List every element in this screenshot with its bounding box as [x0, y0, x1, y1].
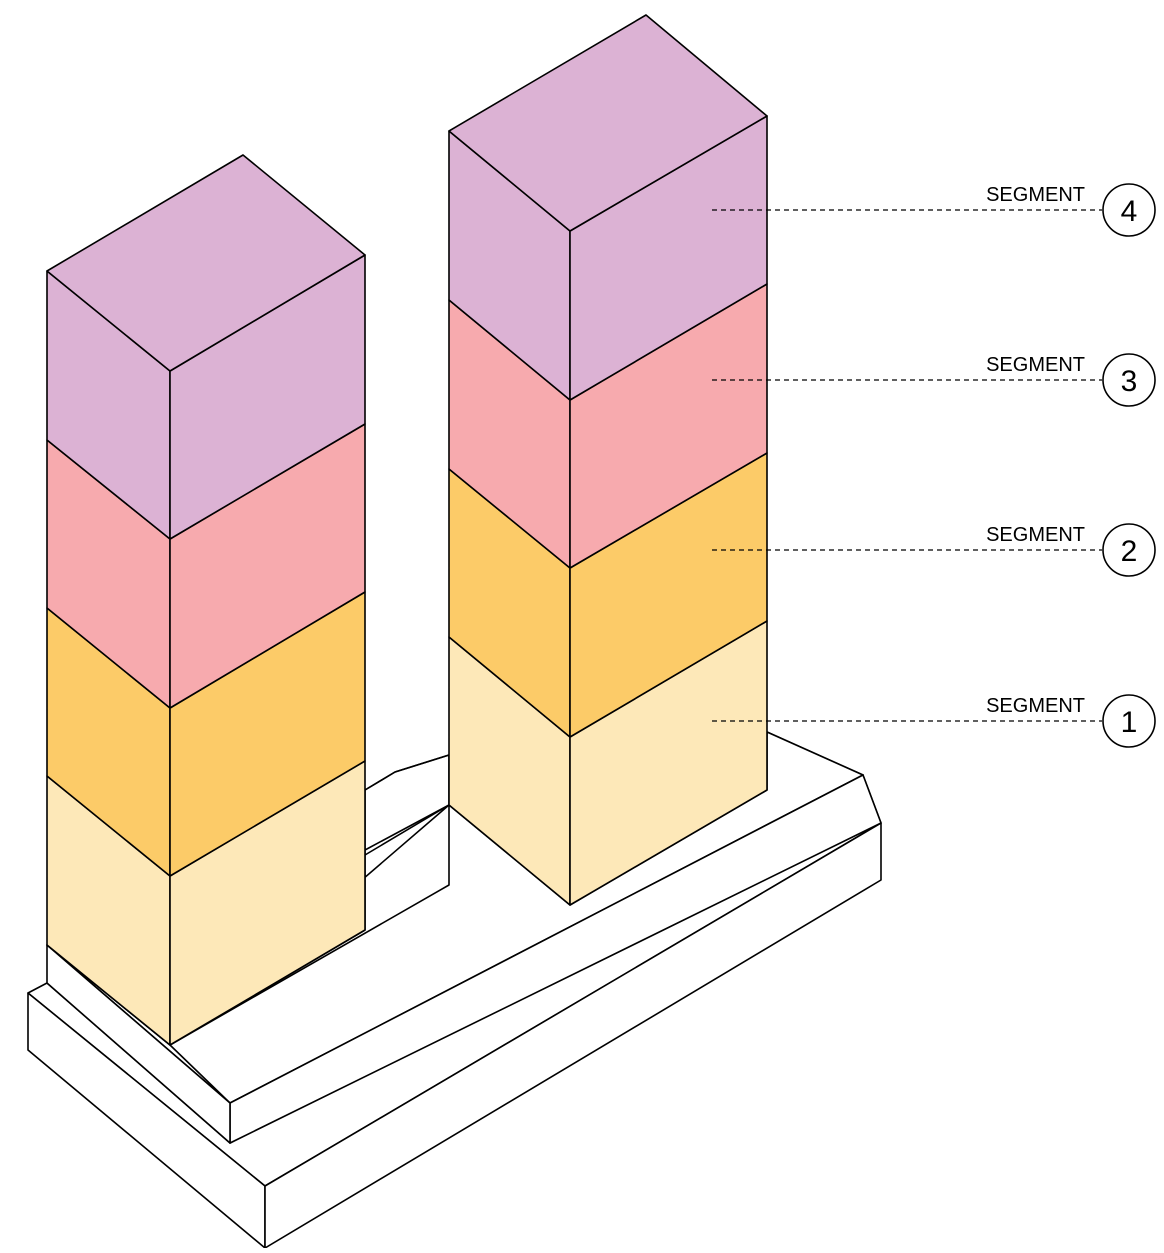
callout-number-1: 1	[1121, 706, 1138, 739]
callout-segment-3: SEGMENT 3	[712, 353, 1156, 407]
callout-label-2: SEGMENT	[986, 524, 1085, 546]
callout-segment-4: SEGMENT 4	[712, 183, 1156, 237]
callout-number-4: 4	[1121, 195, 1138, 228]
callout-number-3: 3	[1121, 365, 1138, 398]
tower-right-segment-4	[448, 14, 768, 401]
tower-left	[46, 154, 366, 1046]
tower-right-segment-1	[448, 620, 768, 906]
callout-circle-3	[1102, 353, 1156, 407]
tower-left-segment-4	[46, 154, 366, 540]
callout-label-1: SEGMENT	[986, 695, 1085, 717]
podium-link-edge	[364, 754, 450, 791]
callout-circle-1	[1102, 694, 1156, 748]
callout-circle-4	[1102, 183, 1156, 237]
podium-link-edge-lower	[364, 804, 450, 856]
upper-podium-left-face	[46, 944, 231, 1144]
tower-left-roof	[46, 154, 366, 372]
tower-right-roof	[448, 14, 768, 232]
upper-podium	[46, 731, 882, 1144]
callout-number-2: 2	[1121, 535, 1138, 568]
callout-circle-2	[1102, 523, 1156, 577]
callout-segment-1: SEGMENT 1	[712, 694, 1156, 748]
lower-podium-right-face	[264, 822, 882, 1249]
callout-segment-2: SEGMENT 2	[712, 523, 1156, 577]
callout-label-4: SEGMENT	[986, 184, 1085, 206]
tower-right-segment-3	[448, 283, 768, 569]
tower-right	[448, 14, 768, 906]
callout-label-3: SEGMENT	[986, 354, 1085, 376]
